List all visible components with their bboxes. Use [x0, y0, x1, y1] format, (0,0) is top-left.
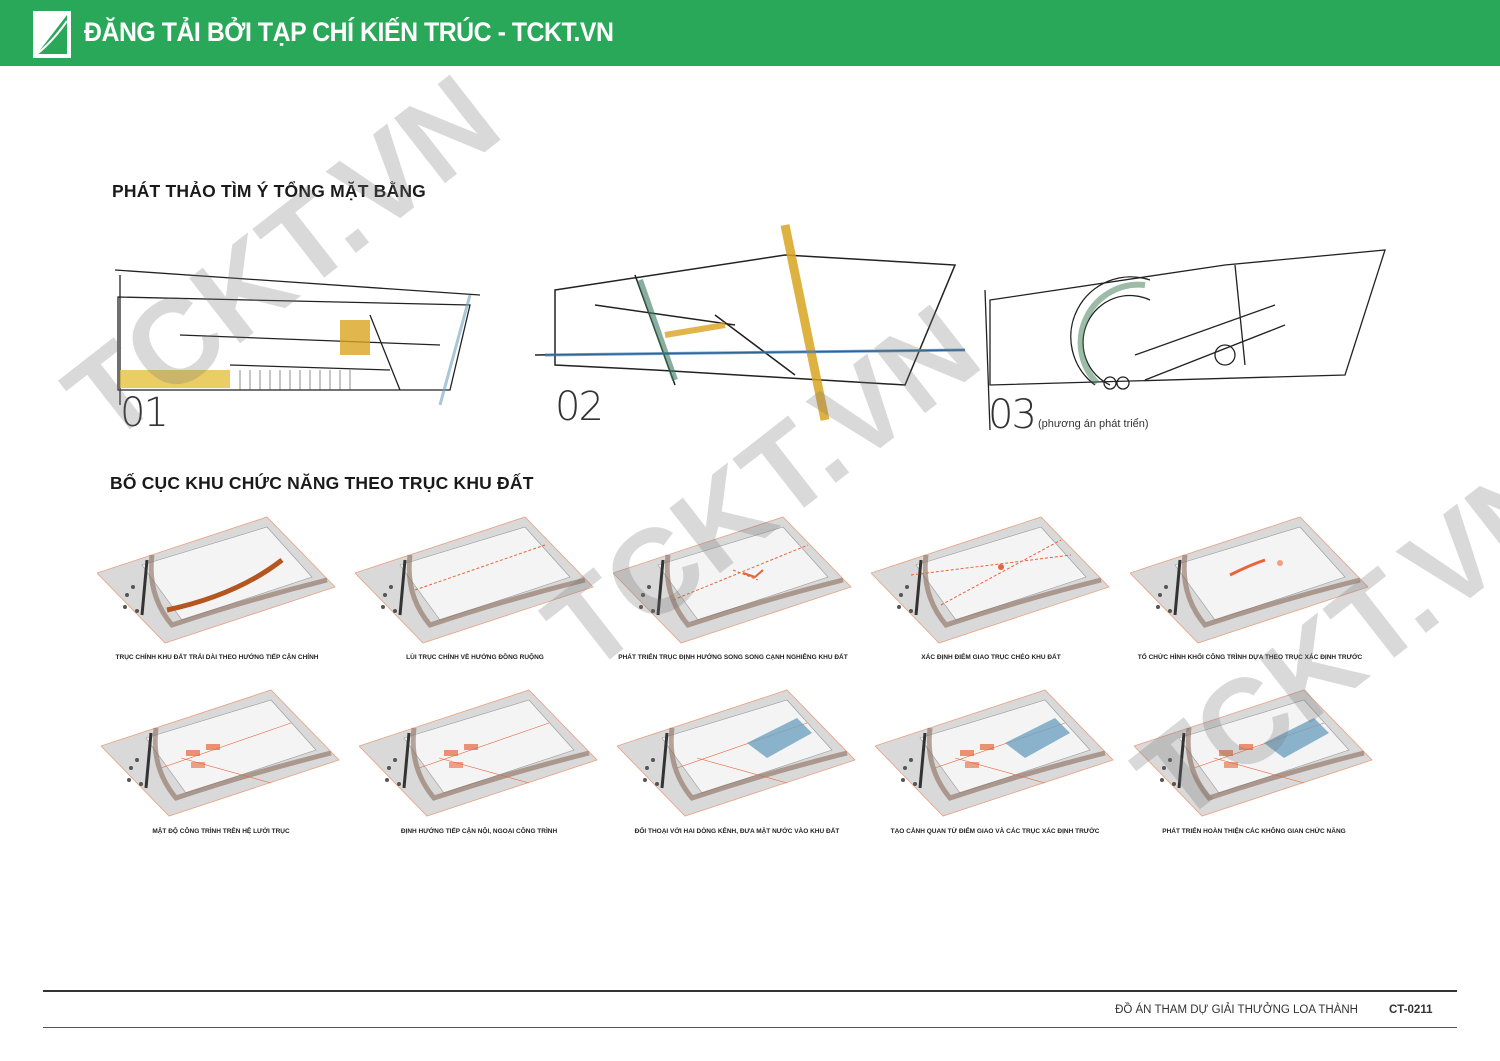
diagram-caption: ĐỊNH HƯỚNG TIẾP CẬN NỘI, NGOẠI CÔNG TRÌN…: [400, 828, 558, 835]
sketch-number-03: 03: [988, 392, 1037, 438]
axis-diagram: [871, 516, 1110, 644]
axis-diagram: [613, 516, 852, 644]
axis-diagram: [1130, 516, 1369, 644]
header-banner: ĐĂNG TẢI BỞI TẠP CHÍ KIẾN TRÚC - TCKT.VN: [0, 0, 1500, 66]
diagram-caption: MẬT ĐỘ CÔNG TRÌNH TRÊN HỆ LƯỚI TRỤC: [152, 828, 290, 835]
axis-diagram: [1134, 689, 1373, 817]
diagram-caption: PHÁT TRIỂN HOÀN THIỆN CÁC KHÔNG GIAN CHỨ…: [1162, 828, 1346, 835]
footer-rule-bottom: [43, 1027, 1457, 1028]
diagram-caption: PHÁT TRIỂN TRỤC ĐỊNH HƯỚNG SONG SONG CẠN…: [618, 654, 848, 661]
sketch-number-02: 02: [555, 384, 604, 430]
footer-code: CT-0211: [1389, 1004, 1433, 1016]
diagram-caption: LÙI TRỤC CHÍNH VỀ HƯỚNG ĐỒNG RUỘNG: [406, 654, 544, 661]
axis-diagram: [97, 516, 336, 644]
header-title: ĐĂNG TẢI BỞI TẠP CHÍ KIẾN TRÚC - TCKT.VN: [84, 17, 614, 47]
sketch-02: [535, 224, 966, 421]
diagram-caption: TẠO CẢNH QUAN TỪ ĐIỂM GIAO VÀ CÁC TRỤC X…: [890, 828, 1100, 835]
section-title-sketches: PHÁT THẢO TÌM Ý TỔNG MẶT BẰNG: [112, 181, 426, 201]
footer-project: ĐỒ ÁN THAM DỰ GIẢI THƯỞNG LOA THÀNH: [1115, 1004, 1358, 1016]
axis-diagram: [355, 516, 594, 644]
axis-diagram: [875, 689, 1114, 817]
section-title-functional-layout: BỐ CỤC KHU CHỨC NĂNG THEO TRỤC KHU ĐẤT: [110, 473, 534, 493]
sketch-03: [984, 249, 1386, 431]
sketch-03-note: (phương án phát triển): [1038, 418, 1149, 430]
sketch-01: [114, 269, 481, 406]
diagram-caption: TỔ CHỨC HÌNH KHỐI CÔNG TRÌNH DỰA THEO TR…: [1137, 654, 1363, 661]
footer-rule-top: [43, 990, 1457, 992]
sketch-number-01: 01: [120, 390, 169, 436]
diagram-caption: TRỤC CHÍNH KHU ĐẤT TRẢI DÀI THEO HƯỚNG T…: [115, 654, 319, 661]
tckt-logo-icon: [33, 11, 71, 58]
diagram-caption: ĐỐI THOẠI VỚI HAI DÒNG KÊNH, ĐƯA MẶT NƯỚ…: [634, 828, 840, 835]
axis-diagram: [359, 689, 598, 817]
axis-diagram: [617, 689, 856, 817]
axis-diagram: [101, 689, 340, 817]
diagram-caption: XÁC ĐỊNH ĐIỂM GIAO TRỤC CHÉO KHU ĐẤT: [921, 654, 1061, 661]
